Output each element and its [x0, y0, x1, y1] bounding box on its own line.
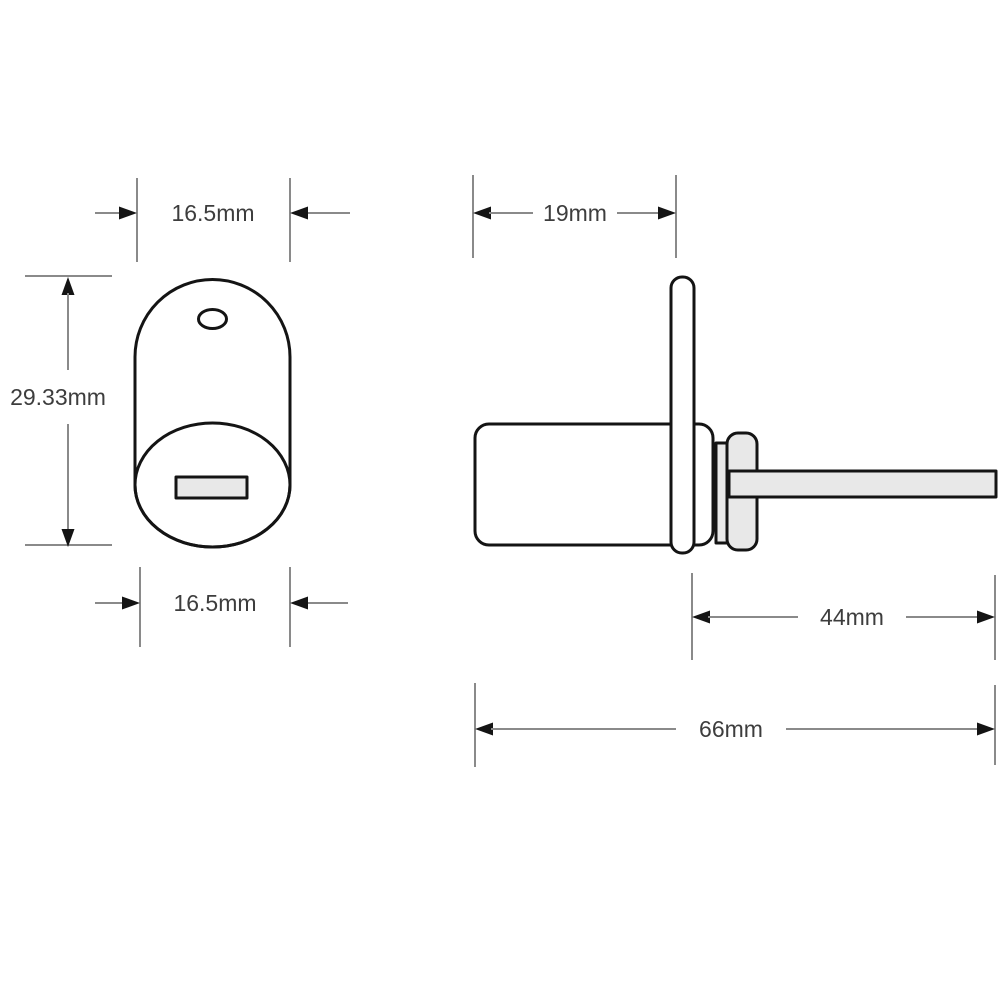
arrowhead-down-icon [61, 529, 75, 547]
dim-front-height: 29.33mm [10, 275, 112, 547]
cam-bar-vertical [669, 275, 696, 555]
cam-arm [727, 469, 998, 499]
dim-label-front-width-bottom: 16.5mm [173, 590, 256, 616]
dim-front-width-bottom: 16.5mm [95, 567, 348, 647]
dim-label-overall-length: 66mm [699, 716, 763, 742]
dim-label-front-height: 29.33mm [10, 384, 106, 410]
front-view [133, 278, 292, 549]
arrowhead-left-icon [475, 722, 493, 736]
arrowhead-left-icon [290, 596, 308, 610]
dim-overall-length: 66mm [474, 683, 996, 767]
dim-label-cam-length: 44mm [820, 604, 884, 630]
arrowhead-left-icon [692, 610, 710, 624]
dim-cam-length: 44mm [691, 573, 996, 660]
arrowhead-right-icon [977, 722, 995, 736]
dim-label-side-body-depth: 19mm [543, 200, 607, 226]
dim-side-body-depth: 19mm [472, 175, 677, 258]
side-view-body [473, 422, 715, 547]
side-view [473, 275, 998, 555]
arrowhead-right-icon [122, 596, 140, 610]
dim-label-front-width-top: 16.5mm [171, 200, 254, 226]
keyhole-slot [174, 475, 249, 500]
arrowhead-left-icon [473, 206, 491, 220]
cylinder-face-ellipse [133, 421, 292, 549]
arrowhead-right-icon [977, 610, 995, 624]
arrowhead-left-icon [290, 206, 308, 220]
arrowhead-up-icon [61, 277, 75, 295]
arrowhead-right-icon [658, 206, 676, 220]
arrowhead-right-icon [119, 206, 137, 220]
fixing-hole [197, 308, 228, 330]
dim-front-width-top: 16.5mm [95, 178, 350, 262]
